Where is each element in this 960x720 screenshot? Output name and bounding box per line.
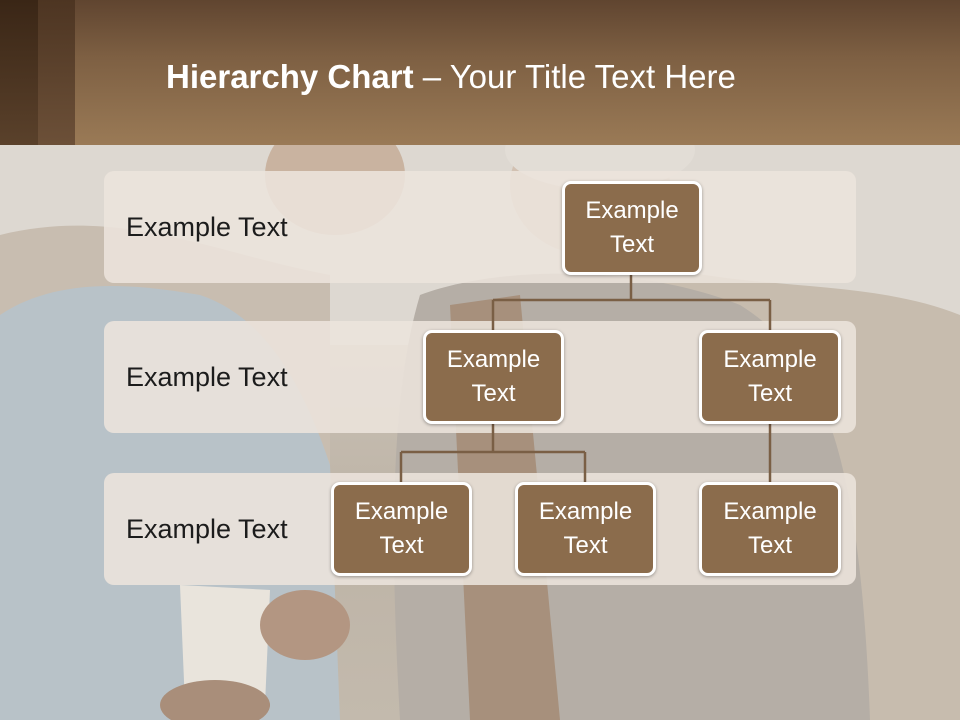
header-accent-dark bbox=[0, 0, 38, 145]
node-level2-left-label: Example Text bbox=[446, 346, 541, 407]
header-accent-mid bbox=[38, 0, 75, 145]
node-level2-right[interactable]: Example Text bbox=[699, 330, 841, 424]
node-level3-b-label: Example Text bbox=[538, 498, 633, 559]
node-level3-a[interactable]: Example Text bbox=[331, 482, 472, 576]
node-level3-a-label: Example Text bbox=[354, 498, 449, 559]
row-band-1: Example Text bbox=[104, 171, 856, 283]
node-level2-right-label: Example Text bbox=[723, 346, 817, 407]
node-level3-c-label: Example Text bbox=[723, 498, 817, 559]
row-label-2: Example Text bbox=[126, 362, 288, 392]
node-root-label: Example Text bbox=[585, 197, 679, 258]
row-label-3: Example Text bbox=[126, 514, 288, 544]
title-bold: Hierarchy Chart bbox=[166, 58, 414, 95]
node-root[interactable]: Example Text bbox=[562, 181, 702, 275]
node-level3-b[interactable]: Example Text bbox=[515, 482, 656, 576]
title-rest: – Your Title Text Here bbox=[413, 58, 736, 95]
slide-title: Hierarchy Chart – Your Title Text Here bbox=[166, 52, 926, 102]
node-level2-left[interactable]: Example Text bbox=[423, 330, 564, 424]
title-header: Hierarchy Chart – Your Title Text Here bbox=[0, 0, 960, 145]
node-level3-c[interactable]: Example Text bbox=[699, 482, 841, 576]
row-label-1: Example Text bbox=[126, 212, 288, 242]
